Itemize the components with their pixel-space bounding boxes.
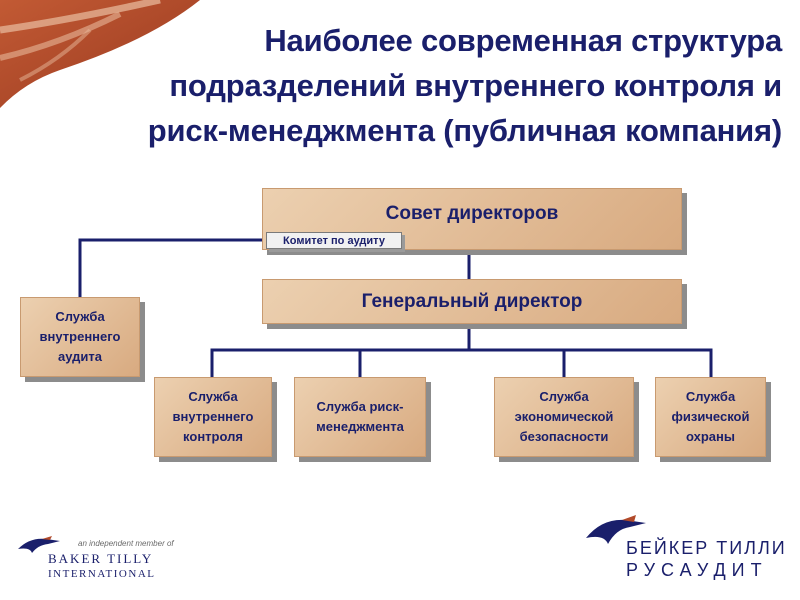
audit-committee-label: Комитет по аудиту bbox=[266, 232, 402, 249]
eagle-icon bbox=[18, 536, 60, 553]
economic-security-box: Служба экономической безопасности bbox=[494, 377, 634, 457]
baker-tilly-international-logo: an independent member of BAKER TILLY INT… bbox=[16, 533, 186, 585]
logo-right-line-2: РУСАУДИТ bbox=[626, 560, 768, 580]
logo-right-line-1: БЕЙКЕР ТИЛЛИ bbox=[626, 538, 787, 558]
logo-tagline: an independent member of bbox=[78, 539, 174, 548]
baker-tilly-rusaudit-logo: БЕЙКЕР ТИЛЛИ РУСАУДИТ bbox=[584, 512, 787, 586]
title-line-3: риск-менеджмента (публичная компания) bbox=[147, 113, 782, 148]
corner-decoration bbox=[0, 0, 200, 108]
title-line-2: подразделений внутреннего контроля и bbox=[169, 68, 782, 103]
internal-control-box: Служба внутреннего контроля bbox=[154, 377, 272, 457]
board-label: Совет директоров bbox=[385, 203, 559, 224]
ceo-box: Генеральный директор bbox=[262, 279, 682, 324]
physical-security-box: Служба физической охраны bbox=[655, 377, 766, 457]
risk-management-box: Служба риск-менеджмента bbox=[294, 377, 426, 457]
internal-audit-box: Служба внутреннего аудита bbox=[20, 297, 140, 377]
logo-left-line-2: INTERNATIONAL bbox=[48, 568, 156, 580]
logo-left-line-1: BAKER TILLY bbox=[48, 551, 154, 566]
eagle-icon bbox=[586, 515, 646, 544]
title-line-1: Наиболее современная структура bbox=[264, 23, 782, 58]
page-title: Наиболее современная структура подраздел… bbox=[142, 18, 782, 153]
